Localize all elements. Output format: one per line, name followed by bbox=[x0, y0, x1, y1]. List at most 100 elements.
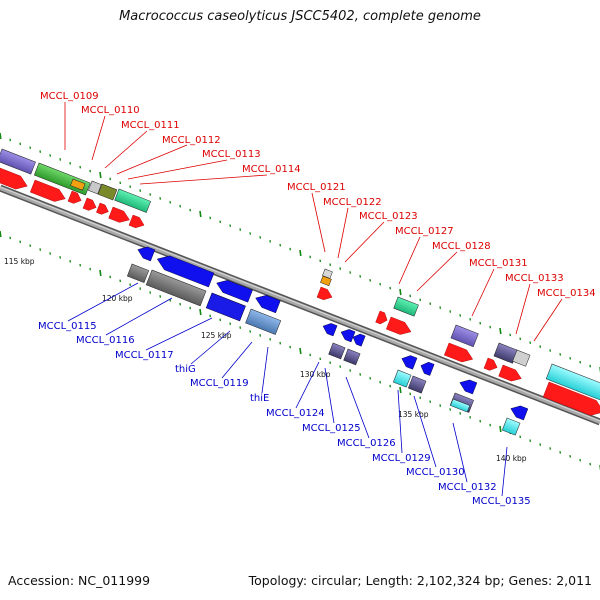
gene-0135[interactable] bbox=[501, 417, 521, 436]
label-MCCL_0112[interactable]: MCCL_0112 bbox=[162, 135, 221, 146]
rev-0117[interactable] bbox=[214, 277, 253, 303]
label-MCCL_0111[interactable]: MCCL_0111 bbox=[121, 120, 180, 131]
gene-0112[interactable] bbox=[88, 180, 102, 195]
fwd-0114a[interactable] bbox=[108, 206, 132, 225]
scale-label-125: 125 kbp bbox=[201, 331, 232, 340]
leader-line bbox=[105, 297, 173, 336]
gene-0129-group bbox=[392, 369, 412, 388]
label-MCCL_0115[interactable]: MCCL_0115 bbox=[38, 321, 97, 332]
rev-0130[interactable] bbox=[419, 360, 435, 376]
leader-line bbox=[398, 236, 421, 285]
fwd-0114[interactable] bbox=[128, 214, 146, 230]
rev-0116-group bbox=[155, 252, 215, 288]
leader-line bbox=[324, 367, 335, 424]
label-MCCL_0114[interactable]: MCCL_0114 bbox=[242, 164, 301, 175]
fwd-0133a[interactable] bbox=[483, 357, 499, 373]
label-MCCL_0124[interactable]: MCCL_0124 bbox=[266, 408, 325, 419]
scale-label-130: 130 kbp bbox=[300, 370, 331, 379]
rev-0124[interactable] bbox=[321, 321, 338, 337]
rev-0115[interactable] bbox=[136, 244, 156, 262]
label-MCCL_0116[interactable]: MCCL_0116 bbox=[76, 335, 135, 346]
fwd-0121[interactable] bbox=[316, 286, 334, 302]
leader-line bbox=[452, 422, 468, 483]
gene-0116[interactable] bbox=[145, 269, 207, 307]
tick-mark bbox=[399, 288, 402, 296]
label-MCCL_0123[interactable]: MCCL_0123 bbox=[359, 211, 418, 222]
leader-lines bbox=[64, 102, 563, 497]
tick-mark bbox=[299, 347, 302, 355]
leader-line bbox=[104, 130, 148, 169]
gene-0132b[interactable] bbox=[450, 398, 471, 413]
fwd-0131[interactable] bbox=[444, 342, 475, 365]
fwd-0110[interactable] bbox=[30, 179, 67, 205]
fwd-0113[interactable] bbox=[96, 202, 110, 216]
gene-0125[interactable] bbox=[343, 348, 361, 366]
gene-0134[interactable] bbox=[545, 363, 600, 402]
rev-0132[interactable] bbox=[458, 377, 478, 395]
label-thiE[interactable]: thiE bbox=[250, 393, 269, 404]
label-MCCL_0113[interactable]: MCCL_0113 bbox=[202, 149, 261, 160]
gene-0115-group bbox=[126, 263, 150, 283]
label-MCCL_0130[interactable]: MCCL_0130 bbox=[406, 467, 465, 478]
gene-0124[interactable] bbox=[328, 342, 346, 360]
label-MCCL_0119[interactable]: MCCL_0119 bbox=[190, 378, 249, 389]
gene-0122[interactable] bbox=[320, 275, 332, 287]
gene-0133[interactable] bbox=[512, 349, 531, 367]
tick-mark bbox=[99, 269, 102, 277]
label-MCCL_0131[interactable]: MCCL_0131 bbox=[469, 258, 528, 269]
fwd-0123[interactable] bbox=[375, 310, 390, 326]
label-MCCL_0126[interactable]: MCCL_0126 bbox=[337, 438, 396, 449]
gene-0131[interactable] bbox=[450, 324, 479, 348]
gene-0115[interactable] bbox=[126, 263, 150, 283]
rev-0126[interactable] bbox=[351, 332, 366, 347]
gene-0113[interactable] bbox=[97, 183, 118, 201]
rev-0115-group bbox=[136, 244, 156, 262]
rev-0116[interactable] bbox=[155, 252, 215, 288]
rev-0135[interactable] bbox=[509, 403, 529, 421]
label-MCCL_0133[interactable]: MCCL_0133 bbox=[505, 273, 564, 284]
tick-mark bbox=[0, 132, 2, 140]
label-MCCL_0134[interactable]: MCCL_0134 bbox=[537, 288, 596, 299]
fwd-0127[interactable] bbox=[386, 316, 413, 338]
gene-0132b-group bbox=[450, 398, 471, 413]
label-MCCL_0109[interactable]: MCCL_0109 bbox=[40, 91, 99, 102]
fwd-0109[interactable] bbox=[0, 167, 30, 193]
label-MCCL_0127[interactable]: MCCL_0127 bbox=[395, 226, 454, 237]
gene-0109[interactable] bbox=[0, 148, 36, 175]
rev-thiG[interactable] bbox=[253, 292, 281, 314]
label-MCCL_0121[interactable]: MCCL_0121 bbox=[287, 182, 346, 193]
label-MCCL_0132[interactable]: MCCL_0132 bbox=[438, 482, 497, 493]
rev-0129[interactable] bbox=[400, 353, 418, 370]
gene-thiG[interactable] bbox=[245, 308, 282, 335]
tick-mark bbox=[0, 230, 2, 238]
label-MCCL_0125[interactable]: MCCL_0125 bbox=[302, 423, 361, 434]
gene-0114-group bbox=[114, 188, 152, 213]
fwd-0112[interactable] bbox=[82, 197, 98, 213]
gene-0130-group bbox=[407, 375, 427, 394]
label-MCCL_0122[interactable]: MCCL_0122 bbox=[323, 197, 382, 208]
leader-line bbox=[116, 144, 188, 175]
label-MCCL_0110[interactable]: MCCL_0110 bbox=[81, 105, 140, 116]
label-MCCL_0128[interactable]: MCCL_0128 bbox=[432, 241, 491, 252]
rev-0125[interactable] bbox=[339, 327, 356, 343]
rev-0126-group bbox=[351, 332, 366, 347]
gene-0111[interactable] bbox=[70, 178, 86, 191]
label-MCCL_0135[interactable]: MCCL_0135 bbox=[472, 496, 531, 507]
label-thiG[interactable]: thiG bbox=[175, 364, 196, 375]
gene-0117[interactable] bbox=[205, 292, 246, 322]
gene-0129[interactable] bbox=[392, 369, 412, 388]
gene-0125-group bbox=[343, 348, 361, 366]
fwd-0111[interactable] bbox=[67, 190, 83, 206]
gene-0127[interactable] bbox=[393, 296, 419, 317]
gene-0130[interactable] bbox=[407, 375, 427, 394]
leader-line bbox=[397, 389, 403, 454]
rev-0117-group bbox=[214, 277, 253, 303]
gene-0114[interactable] bbox=[114, 188, 152, 213]
fwd-0114a-group bbox=[108, 206, 132, 225]
fwd-0134[interactable] bbox=[542, 381, 600, 419]
label-MCCL_0129[interactable]: MCCL_0129 bbox=[372, 453, 431, 464]
gene-0134-group bbox=[545, 363, 600, 402]
fwd-0133[interactable] bbox=[498, 364, 524, 384]
gene-0127-group bbox=[393, 296, 419, 317]
label-MCCL_0117[interactable]: MCCL_0117 bbox=[115, 350, 174, 361]
